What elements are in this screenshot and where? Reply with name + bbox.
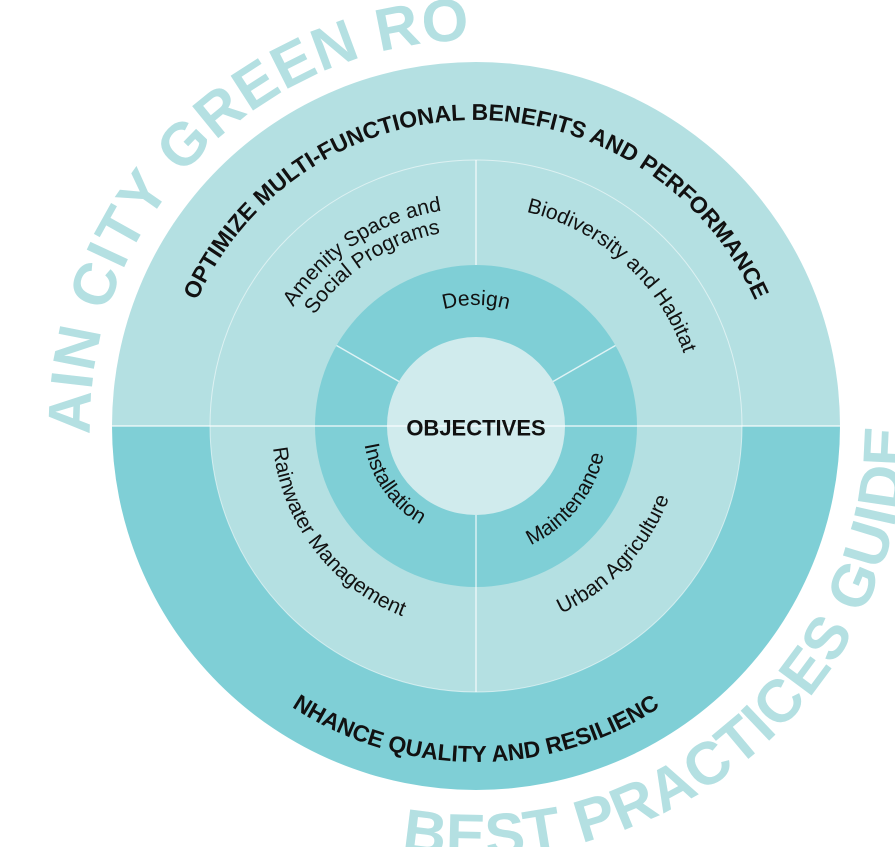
middle-ring-edge xyxy=(209,159,743,693)
center-label: OBJECTIVES xyxy=(406,416,545,441)
inner-ring-divider-left xyxy=(336,344,400,383)
inner-ring-divider-right xyxy=(552,344,616,383)
